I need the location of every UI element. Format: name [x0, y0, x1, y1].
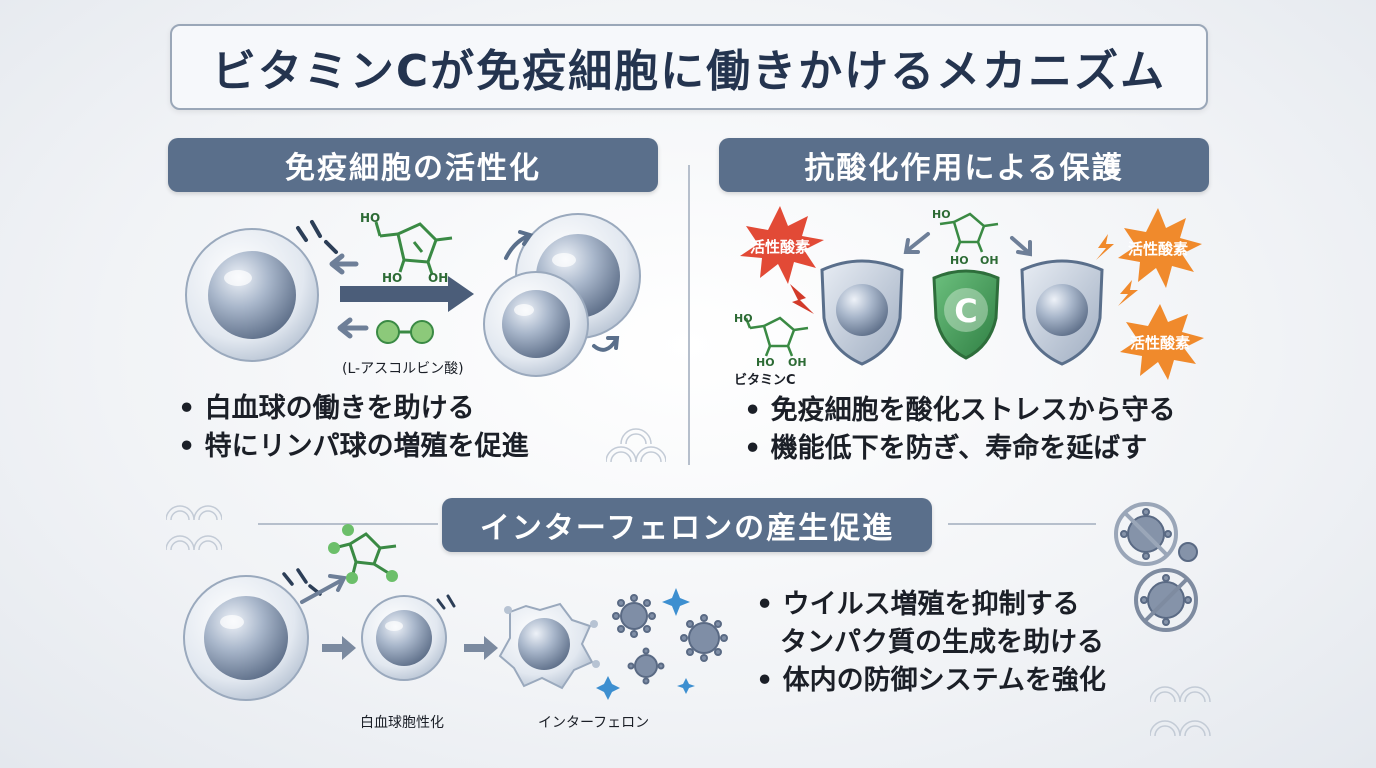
shield-letter: C [954, 292, 977, 330]
sparkle-icon [596, 588, 695, 700]
wave-pattern-icon-3 [1150, 686, 1211, 737]
wave-pattern-icon-2 [166, 505, 222, 551]
wave-pattern-icon [606, 428, 666, 463]
activation-header-label: 免疫細胞の活性化 [285, 151, 541, 186]
antioxidant-header: 抗酸化作用による保護 [719, 138, 1209, 192]
starburst-icon-3: 活性酸素 [1120, 304, 1204, 380]
ascorbic-acid-molecule [374, 221, 453, 275]
motion-marks [282, 568, 322, 596]
activation-illustration: HO HO OH [185, 211, 641, 377]
white-blood-cell [185, 228, 319, 362]
interferon-bullets: • ウイルス増殖を抑制する タンパク質の生成を助ける • 体内の防御システムを強… [756, 586, 1106, 700]
molecule-ho-label-5: HO [734, 312, 753, 325]
interferon-label: インターフェロン [538, 715, 650, 731]
starburst-icon-2: 活性酸素 [1118, 208, 1202, 288]
molecule-icon [328, 524, 398, 584]
arrow-in-icon [329, 253, 359, 275]
molecule-oh-label: OH [428, 271, 448, 285]
ros-label-2: 活性酸素 [1128, 240, 1188, 258]
shield-icon-2 [1020, 259, 1104, 366]
curved-arrow-icon [504, 230, 620, 352]
interferon-illustration [183, 524, 728, 701]
list-item: タンパク質の生成を助ける [780, 627, 1104, 658]
list-item: • 免疫細胞を酸化ストレスから守る [744, 395, 1176, 426]
molecule-ho-label: HO [360, 211, 380, 225]
arrow-left-icon [903, 232, 930, 254]
virus-icon-3 [627, 647, 665, 685]
starburst-icon: 活性酸素 [740, 206, 824, 284]
interferon-header-label: インターフェロンの産生促進 [479, 511, 895, 546]
antioxidant-bullets: • 免疫細胞を酸化ストレスから守る • 機能低下を防ぎ、寿命を延ばす [744, 392, 1176, 468]
motion-marks-2 [436, 594, 456, 610]
arrow-up-icon [300, 574, 348, 604]
lightning-icon-2 [1096, 234, 1114, 260]
activation-bullets: • 白血球の働きを助ける • 特にリンパ球の増殖を促進 [178, 390, 529, 466]
motion-marks [296, 220, 338, 254]
molecule-name-label: (L-アスコルビン酸) [342, 361, 464, 377]
no-virus-icon [1114, 502, 1198, 632]
antioxidant-illustration: 活性酸素 C HO HO OH HO HO [734, 206, 1204, 388]
molecule-balls [376, 320, 434, 344]
right-divider [948, 523, 1096, 525]
molecule-ho-label-4: HO [950, 254, 969, 267]
interferon-cell [498, 602, 600, 690]
lightning-icon-3 [1118, 280, 1138, 306]
molecule-ho-label-3: HO [932, 208, 951, 221]
arrow-right-icon [1010, 236, 1032, 257]
list-item: • 体内の防御システムを強化 [756, 665, 1106, 696]
list-item: • 機能低下を防ぎ、寿命を延ばす [744, 433, 1148, 464]
activation-header: 免疫細胞の活性化 [168, 138, 658, 192]
ros-label-1: 活性酸素 [750, 238, 810, 256]
vitamin-c-molecule [744, 316, 809, 357]
lightning-icon [790, 284, 814, 314]
virus-icon-2 [680, 614, 728, 662]
dividing-cells [483, 213, 641, 377]
list-item: • ウイルス増殖を抑制する [756, 589, 1080, 620]
list-item: • 特にリンパ球の増殖を促進 [178, 431, 529, 462]
vitamin-c-label: ビタミンC [734, 372, 796, 388]
molecule-oh-label-3: OH [788, 356, 807, 369]
antioxidant-header-label: 抗酸化作用による保護 [804, 151, 1124, 186]
white-blood-cell [183, 575, 309, 701]
molecule-oh-label-2: OH [980, 254, 999, 267]
molecule-ho-label-2: HO [382, 271, 402, 285]
center-divider [688, 165, 690, 465]
activated-cell [361, 595, 447, 681]
page-title: ビタミンCが免疫細胞に働きかけるメカニズム [211, 46, 1167, 97]
cell-activation-label: 白血球胞性化 [360, 715, 444, 731]
arrow-right-icon [340, 276, 474, 312]
vitamin-c-shield-icon: C [932, 269, 1000, 360]
list-item: • 白血球の働きを助ける [178, 393, 475, 424]
ros-label-3: 活性酸素 [1130, 334, 1190, 352]
interferon-header: インターフェロンの産生促進 [442, 498, 932, 552]
virus-icon [612, 594, 656, 638]
title-box: ビタミンCが免疫細胞に働きかけるメカニズム [170, 24, 1208, 110]
arrow-right-icon-2 [464, 636, 498, 660]
arrow-in-icon-2 [337, 317, 369, 339]
ascorbic-acid-molecule [939, 212, 999, 253]
molecule-ho-label-6: HO [756, 356, 775, 369]
arrow-right-icon [322, 636, 356, 660]
shield-icon [820, 259, 904, 366]
